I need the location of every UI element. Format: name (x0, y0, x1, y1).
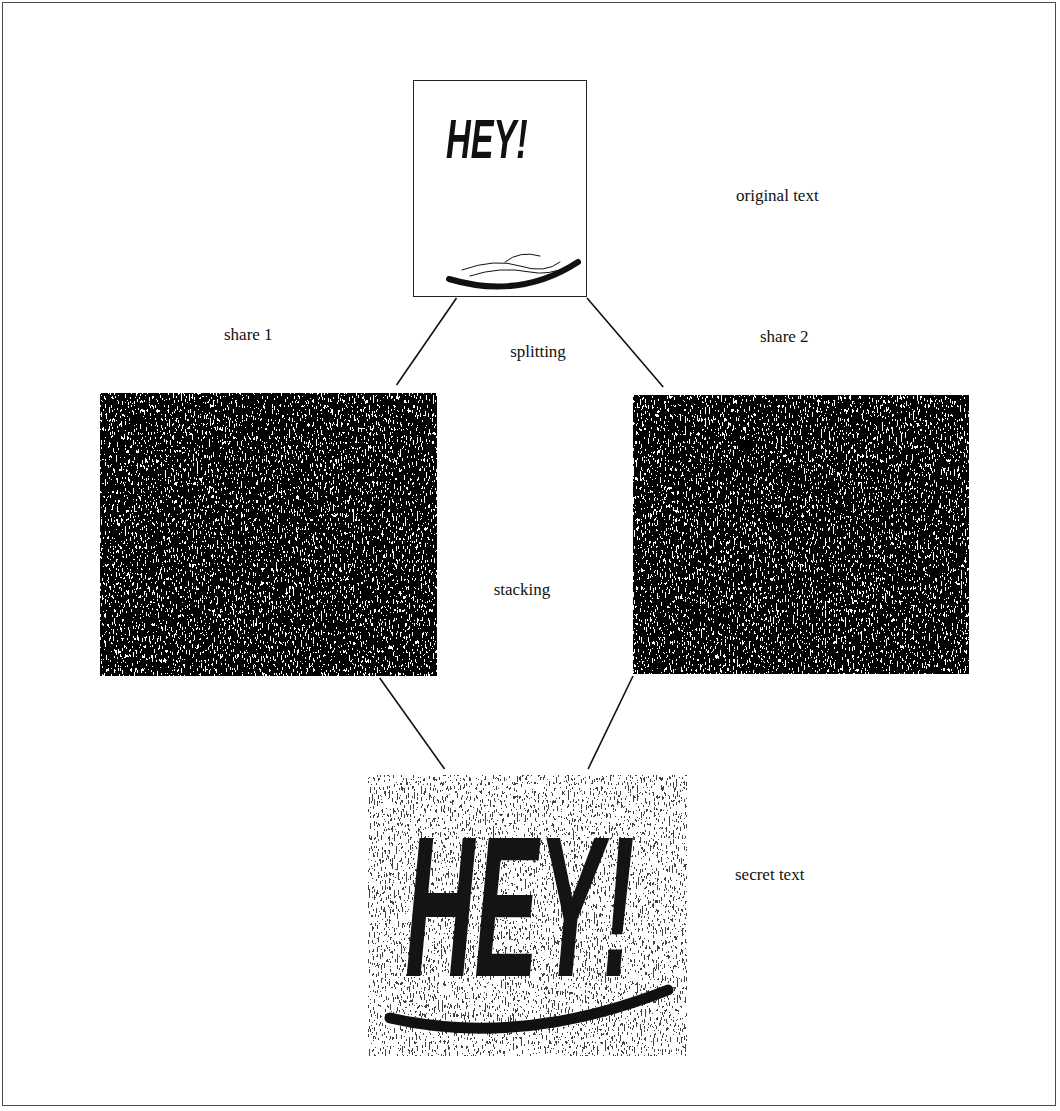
share-image: share 2 (633, 395, 969, 674)
share-noise (100, 393, 969, 1056)
smile-drawing (390, 254, 668, 1028)
connector-line (397, 298, 457, 385)
step-label: stacking (494, 580, 551, 600)
image-box: HEY!original text (413, 80, 587, 297)
image-text: HEY! (446, 111, 528, 167)
share-image: share 1 (100, 393, 437, 676)
stacked-image: HEY!secret text (368, 775, 687, 1056)
step-label: splitting (510, 342, 566, 362)
connector-line (587, 298, 663, 387)
caption: share 1 (224, 325, 273, 345)
caption: share 2 (760, 327, 809, 347)
image-text: HEY! (405, 807, 634, 1007)
caption: secret text (735, 865, 804, 885)
connector-line (588, 676, 633, 769)
caption: original text (736, 186, 819, 206)
connector-line (380, 678, 445, 769)
